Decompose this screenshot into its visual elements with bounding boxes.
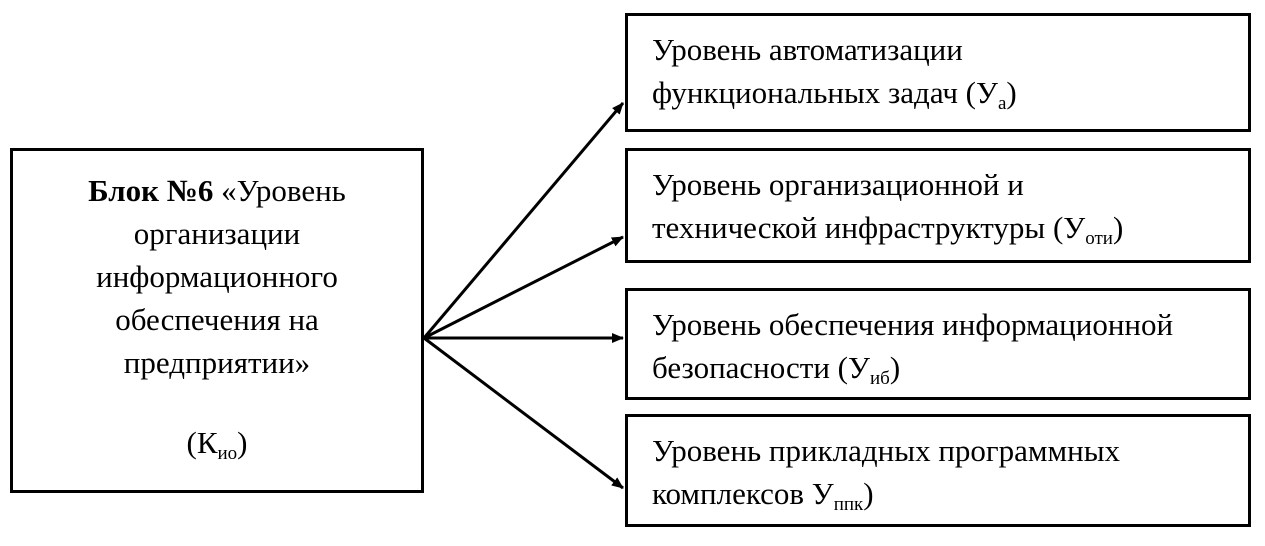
- level-box-line-1: Уровень автоматизации: [652, 32, 963, 67]
- level-close: ): [889, 350, 901, 385]
- level-box-line-1: Уровень обеспечения информационной: [652, 307, 1174, 342]
- level-box-automation: Уровень автоматизации функциональных зад…: [625, 13, 1251, 132]
- level-text: безопасности (У: [652, 350, 870, 385]
- level-close: ): [863, 476, 874, 511]
- level-box-line-1: Уровень организационной и: [652, 167, 1024, 202]
- level-box-line-2: безопасности (Уиб): [652, 346, 1248, 389]
- main-block-line-4: предприятии»: [123, 345, 311, 380]
- coef-close: ): [237, 425, 248, 460]
- main-block: Блок №6 «Уровень организации информацион…: [10, 148, 424, 493]
- level-box-line-2: функциональных задач (Уа): [652, 71, 1248, 114]
- main-block-line-1: организации: [133, 216, 301, 251]
- arrow-to-level-2: [423, 235, 624, 340]
- coef-subscript: ио: [217, 443, 238, 464]
- main-block-title-bold: Блок №6: [88, 173, 214, 208]
- main-block-line-3: обеспечения на: [115, 302, 319, 337]
- level-box-infrastructure: Уровень организационной и технической ин…: [625, 148, 1251, 263]
- main-block-coefficient: (Кио): [13, 421, 421, 464]
- level-box-software: Уровень прикладных программных комплексо…: [625, 414, 1251, 527]
- level-subscript: иб: [869, 368, 890, 389]
- level-subscript: а: [997, 93, 1007, 114]
- main-block-title-rest: «Уровень: [213, 173, 346, 208]
- level-box-line-1: Уровень прикладных программных: [652, 433, 1121, 468]
- level-box-security: Уровень обеспечения информационной безоп…: [625, 288, 1251, 400]
- main-block-line-2: информационного: [96, 259, 338, 294]
- level-text: технической инфраструктуры (У: [652, 210, 1086, 245]
- arrow-to-level-4: [423, 336, 624, 490]
- main-block-title-line: Блок №6 «Уровень: [13, 169, 421, 212]
- level-text: комплексов У: [652, 476, 834, 511]
- level-subscript: оти: [1085, 228, 1113, 249]
- level-close: ): [1112, 210, 1124, 245]
- level-box-line-2: комплексов Уппк): [652, 472, 1248, 515]
- level-box-line-2: технической инфраструктуры (Уоти): [652, 206, 1248, 249]
- level-subscript: ппк: [833, 494, 864, 515]
- arrow-to-level-1: [422, 102, 625, 339]
- level-text: функциональных задач (У: [652, 75, 998, 110]
- coef-open: (К: [186, 425, 218, 460]
- level-close: ): [1006, 75, 1017, 110]
